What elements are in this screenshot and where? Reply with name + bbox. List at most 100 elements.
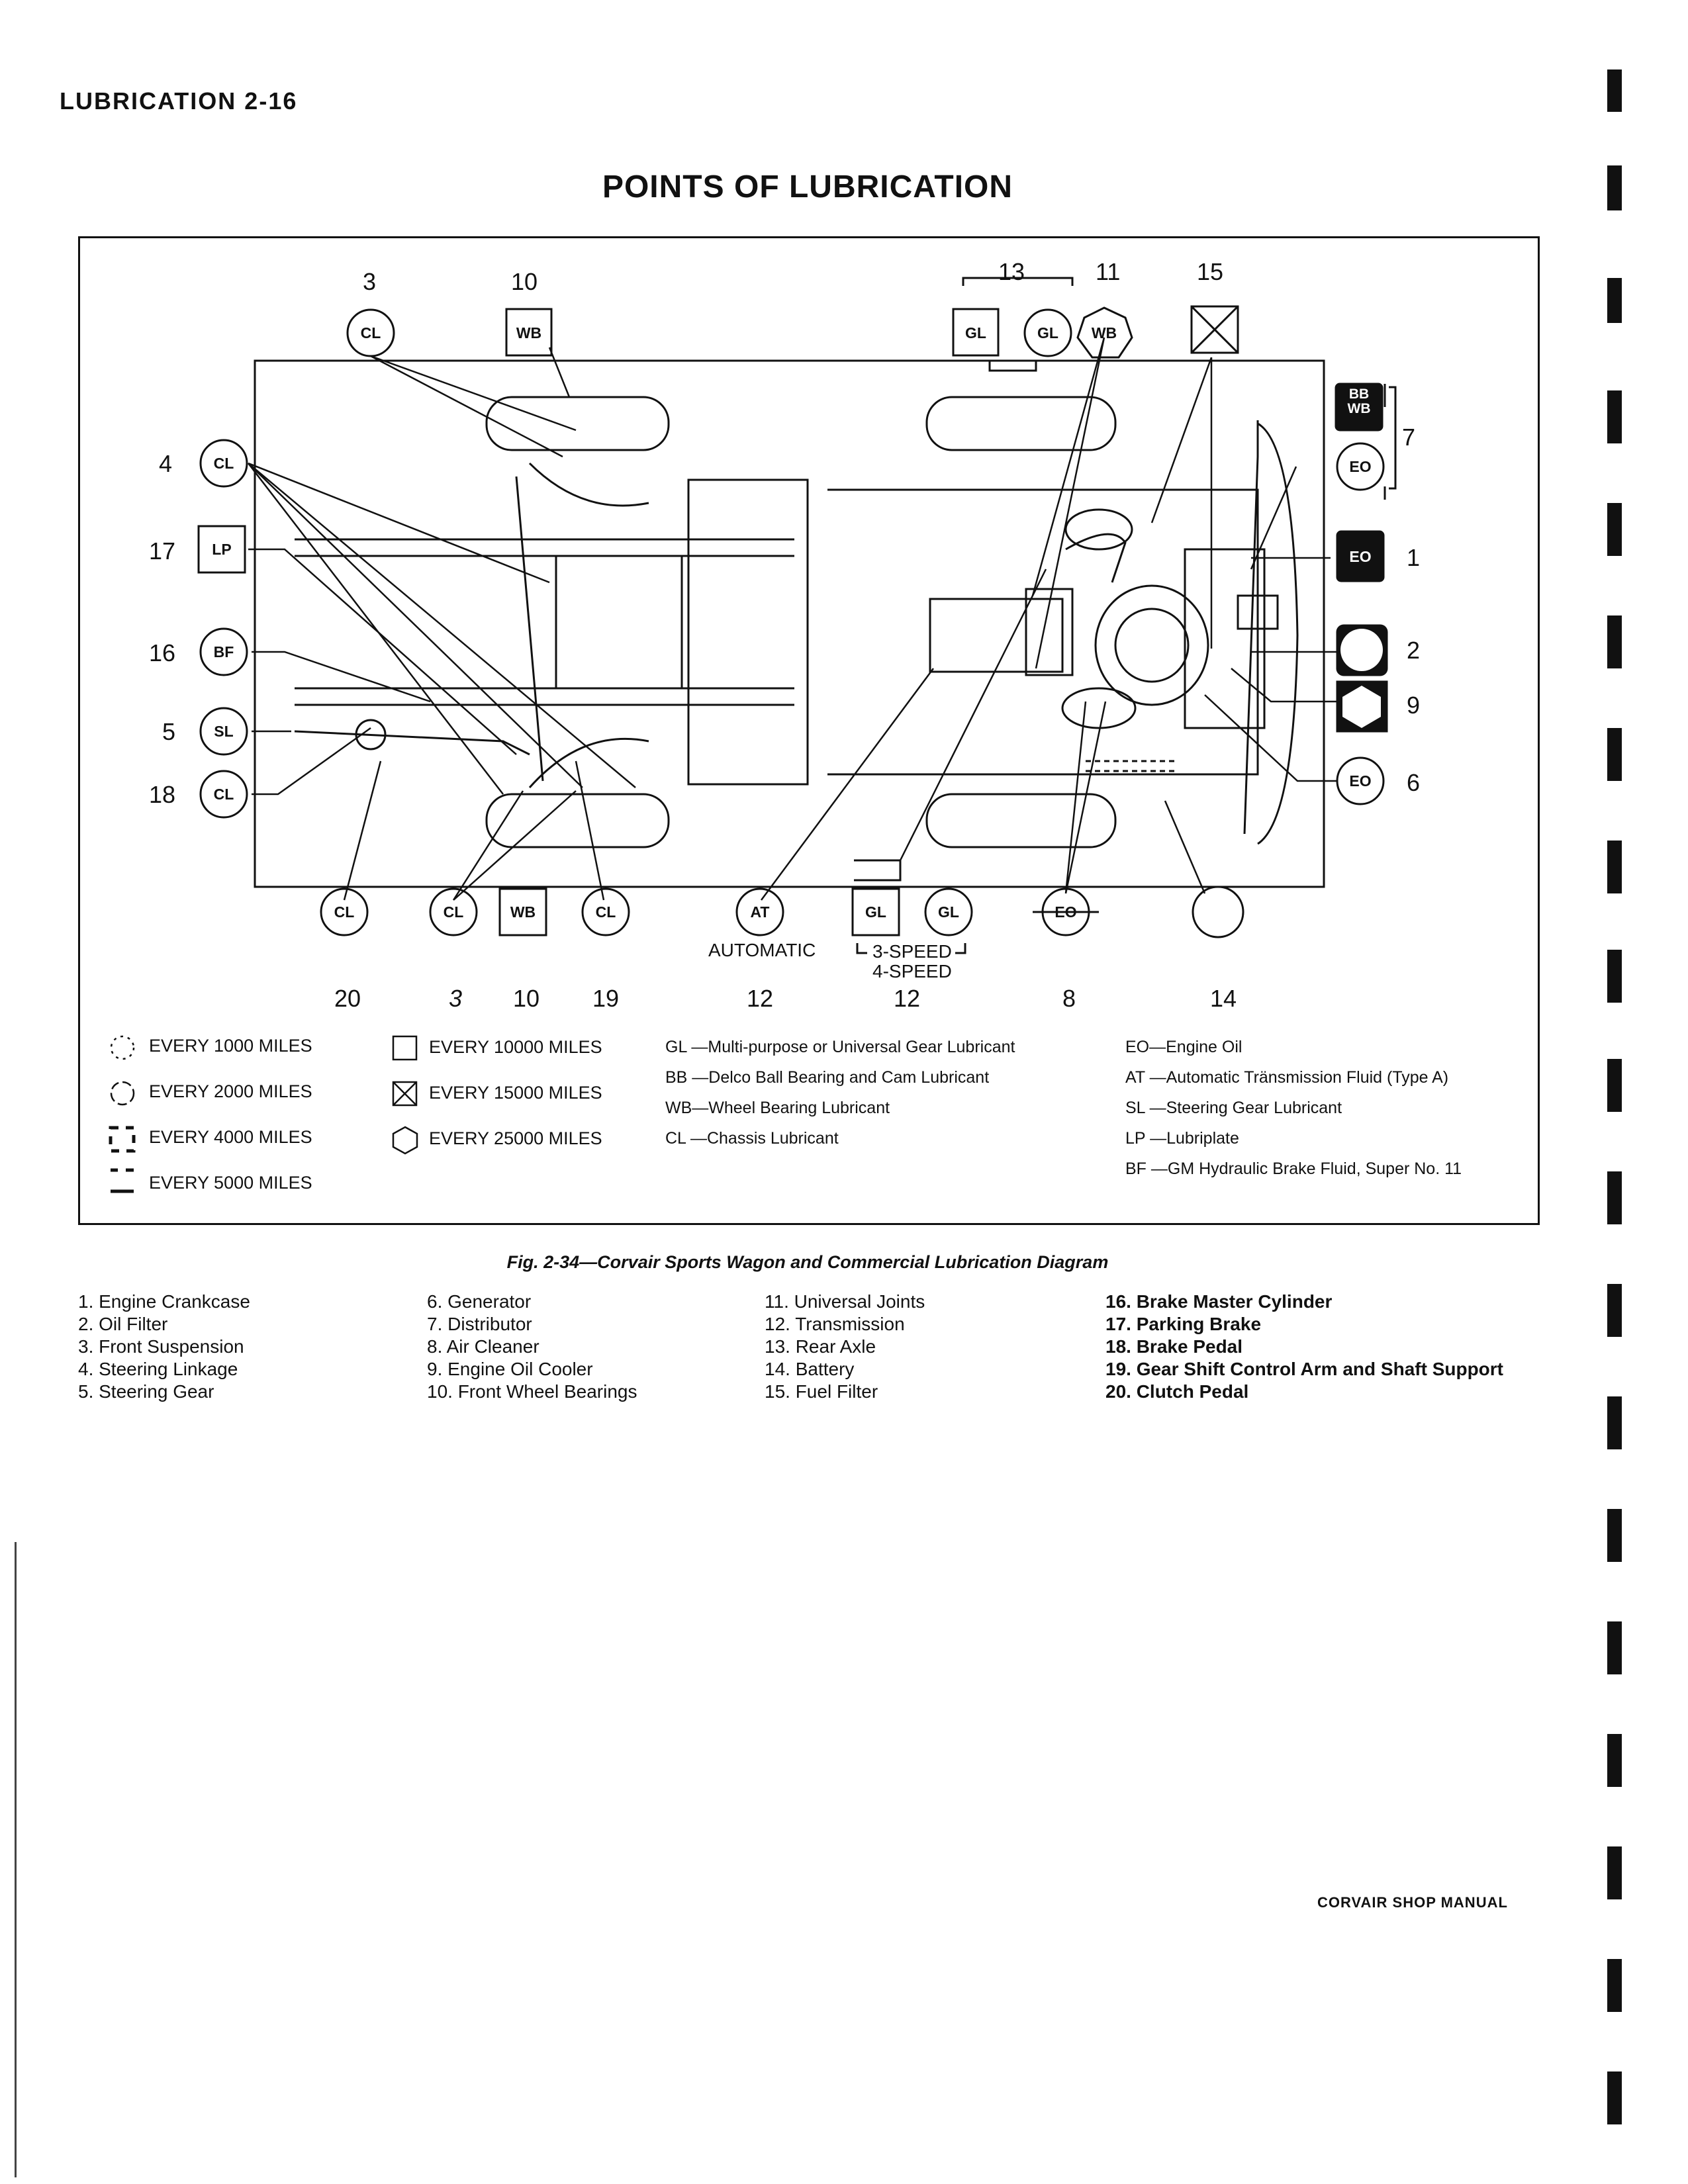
gl-square-symbol (952, 308, 1000, 357)
bracket-square-icon (111, 1168, 134, 1193)
callout-number: 6 (1407, 769, 1421, 796)
at-symbol (735, 887, 784, 936)
binding-mark (1607, 1959, 1622, 2012)
engine-block (1184, 548, 1266, 729)
callout-number: 1 (1407, 544, 1421, 571)
lubricant-legend-item: LP —Lubriplate (1125, 1129, 1239, 1148)
interval-label: EVERY 10000 MILES (429, 1037, 602, 1057)
symbol-label: WB (510, 903, 536, 921)
binding-mark (1607, 503, 1622, 556)
cl-symbol-4 (199, 439, 248, 488)
page-title: POINTS OF LUBRICATION (602, 169, 1013, 205)
symbol-label: CL (595, 903, 616, 921)
page-header: LUBRICATION 2-16 (0, 0, 1688, 132)
part-item: 5. Steering Gear (78, 1381, 214, 1402)
wb-hex-symbol (1076, 306, 1133, 359)
interval-label: EVERY 1000 MILES (149, 1036, 312, 1056)
binding-mark (1607, 1734, 1622, 1787)
lubricant-legend-item: BB —Delco Ball Bearing and Cam Lubricant (665, 1068, 990, 1087)
interval-legend-item: EVERY 1000 MILES (149, 1036, 312, 1056)
symbol-label: GL (865, 903, 886, 921)
symbol-label: GL (938, 903, 959, 921)
gl-circle-symbol (1023, 308, 1072, 357)
wb-symbol (505, 308, 553, 357)
front-tire-bottom (485, 793, 670, 848)
symbol-label: EO (1349, 548, 1372, 565)
parts-column: 16. Brake Master Cylinder 17. Parking Br… (1105, 1291, 1503, 1403)
binding-mark (1607, 278, 1622, 323)
symbol-label: CL (334, 903, 355, 921)
callout-number: 13 (998, 258, 1025, 285)
symbol-label: SL (214, 723, 234, 740)
three-speed-label: 3-SPEED (872, 941, 952, 962)
binding-mark (1607, 615, 1622, 668)
air-cleaner-ring (1094, 584, 1209, 706)
cl-symbol-19 (581, 887, 630, 936)
callout-number: 19 (592, 985, 620, 1012)
interval-label: EVERY 25000 MILES (429, 1128, 602, 1148)
part-item: 17. Parking Brake (1105, 1314, 1262, 1334)
binding-mark (1607, 165, 1622, 210)
gl-square-symbol-12 (851, 887, 900, 936)
transmission-body (929, 598, 1064, 673)
callout-number: 20 (334, 985, 361, 1012)
cl-symbol-18 (199, 770, 248, 819)
symbol-labels: CL WB GL GL WB CL LP BF SL CL BB WB EO E… (0, 0, 1688, 993)
interval-label: EVERY 2000 MILES (149, 1081, 312, 1101)
symbol-label: WB (1091, 324, 1117, 341)
lubricant-legend-item: AT —Automatic Tränsmission Fluid (Type A… (1125, 1068, 1449, 1087)
part-item: 10. Front Wheel Bearings (427, 1381, 637, 1402)
callout-number: 12 (894, 985, 921, 1012)
callout-number: 4 (159, 450, 173, 477)
lubricant-legend-item: GL —Multi-purpose or Universal Gear Lubr… (665, 1038, 1015, 1056)
binding-mark (1607, 950, 1622, 1003)
cl-symbol-20 (320, 887, 369, 936)
callout-number: 5 (162, 718, 176, 745)
callout-number: 3 (449, 985, 463, 1012)
automatic-label: AUTOMATIC (708, 940, 816, 960)
part-item: 20. Clutch Pedal (1105, 1381, 1249, 1402)
dotted-circle-icon (110, 1035, 135, 1060)
cl-symbol-3 (429, 887, 478, 936)
interval-legend-item: EVERY 4000 MILES (149, 1127, 312, 1148)
callout-number: 7 (1402, 424, 1416, 451)
part-item: 13. Rear Axle (765, 1336, 876, 1357)
binding-mark (1607, 1059, 1622, 1112)
symbol-label: CL (213, 786, 234, 803)
callout-number: 15 (1197, 258, 1224, 285)
part-item: 16. Brake Master Cylinder (1105, 1291, 1333, 1312)
callout-number: 10 (511, 268, 538, 295)
four-speed-label: 4-SPEED (872, 961, 952, 981)
binding-mark (1607, 69, 1622, 112)
part-item: 1. Engine Crankcase (78, 1291, 250, 1312)
callout-number: 11 (1096, 258, 1121, 285)
eo-symbol-6 (1336, 756, 1385, 805)
figure-caption: Fig. 2-34—Corvair Sports Wagon and Comme… (506, 1252, 1109, 1272)
symbol-label: GL (1037, 324, 1058, 341)
parts-column: 11. Universal Joints 12. Transmission 13… (765, 1291, 925, 1403)
symbol-label: EO (1349, 458, 1372, 475)
part-item: 7. Distributor (427, 1314, 532, 1334)
binding-mark (1607, 841, 1622, 893)
symbol-label: BF (213, 643, 234, 660)
part-item: 12. Transmission (765, 1314, 905, 1334)
interval-label: EVERY 4000 MILES (149, 1127, 312, 1147)
section-header: LUBRICATION 2-16 (60, 87, 298, 114)
symbol-label: WB (516, 324, 542, 341)
callout-number: 10 (513, 985, 540, 1012)
part-item: 11. Universal Joints (765, 1291, 925, 1312)
callout-number: 3 (363, 268, 377, 295)
part-item: 2. Oil Filter (78, 1314, 168, 1334)
interval-legend-item: EVERY 2000 MILES (149, 1081, 312, 1102)
corner-square-icon (109, 1126, 136, 1153)
binding-mark (1607, 390, 1622, 443)
wb-symbol-10 (498, 887, 547, 936)
binding-mark (1607, 728, 1622, 781)
frame-rail-lower (295, 687, 794, 706)
binding-mark (1607, 1171, 1622, 1224)
generator-shape (1064, 508, 1133, 551)
callout-number: 16 (149, 639, 176, 666)
parts-column: 1. Engine Crankcase 2. Oil Filter 3. Fro… (78, 1291, 250, 1403)
callout-number: 9 (1407, 692, 1421, 719)
symbol-label: CL (213, 455, 234, 472)
